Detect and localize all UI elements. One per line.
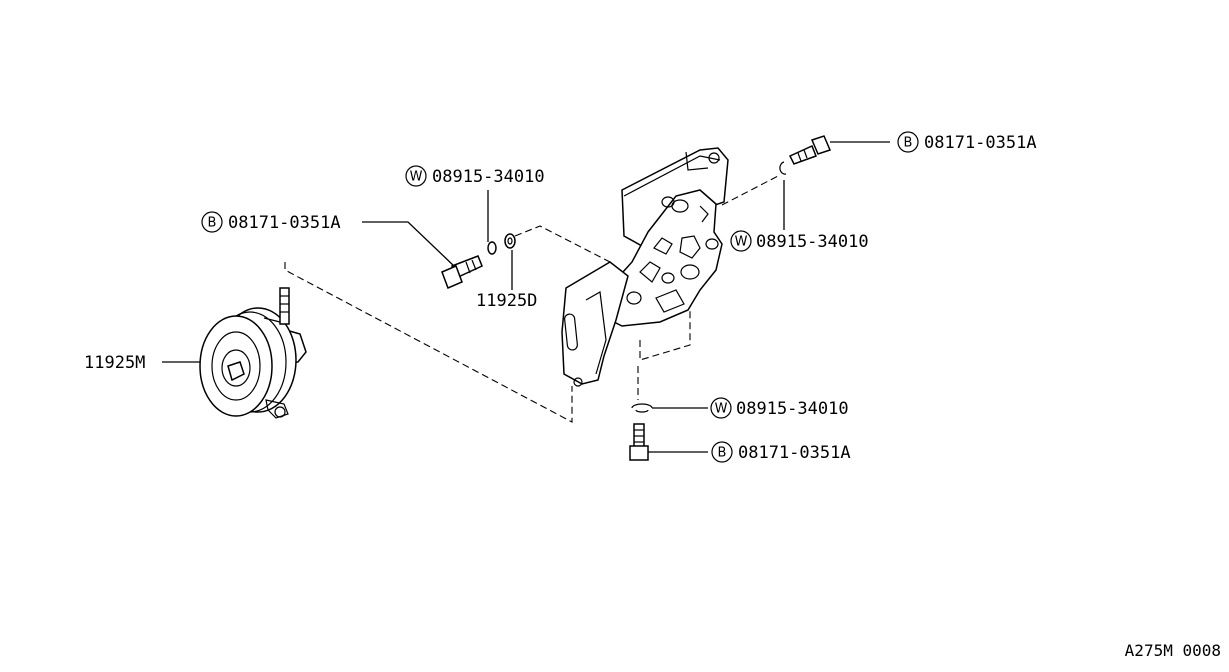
mounting-bracket	[561, 147, 729, 387]
callout-symbol: W	[735, 235, 748, 250]
part-number-label: 08171-0351A	[228, 213, 341, 233]
callout-spacer: 11925D	[476, 291, 537, 311]
part-number-label: 11925D	[476, 291, 537, 311]
bolt-top-right	[788, 135, 832, 165]
part-number-label: 08171-0351A	[924, 133, 1037, 153]
part-number-label: 08915-34010	[432, 167, 545, 187]
washer-left	[487, 233, 516, 255]
bolt-left	[441, 255, 483, 289]
callout-washer-top-left: W 08915-34010	[405, 165, 545, 187]
callout-washer-bottom: W 08915-34010	[710, 397, 849, 419]
diagram-reference-code: A275M 0008	[1124, 641, 1221, 660]
callout-bolt-left: B 08171-0351A	[201, 211, 341, 233]
washer-bottom	[631, 403, 653, 413]
part-number-label: 08171-0351A	[738, 443, 851, 463]
leader-lines	[162, 141, 890, 453]
part-number-label: 08915-34010	[756, 232, 869, 252]
callout-symbol: W	[715, 402, 728, 417]
idler-pulley	[199, 287, 307, 419]
callout-pulley: 11925M	[84, 353, 145, 373]
callout-bolt-top-right: B 08171-0351A	[897, 131, 1037, 153]
callout-symbol: B	[718, 446, 727, 461]
callout-symbol: W	[410, 170, 423, 185]
callout-symbol: B	[208, 216, 217, 231]
callout-washer-right: W 08915-34010	[730, 230, 869, 252]
callout-symbol: B	[904, 136, 913, 151]
part-number-label: 08915-34010	[736, 399, 849, 419]
assembly-lines	[284, 174, 781, 423]
washer-top-right	[779, 161, 787, 175]
bolt-bottom	[629, 423, 649, 461]
callout-bolt-bottom: B 08171-0351A	[711, 441, 851, 463]
part-number-label: 11925M	[84, 353, 145, 373]
